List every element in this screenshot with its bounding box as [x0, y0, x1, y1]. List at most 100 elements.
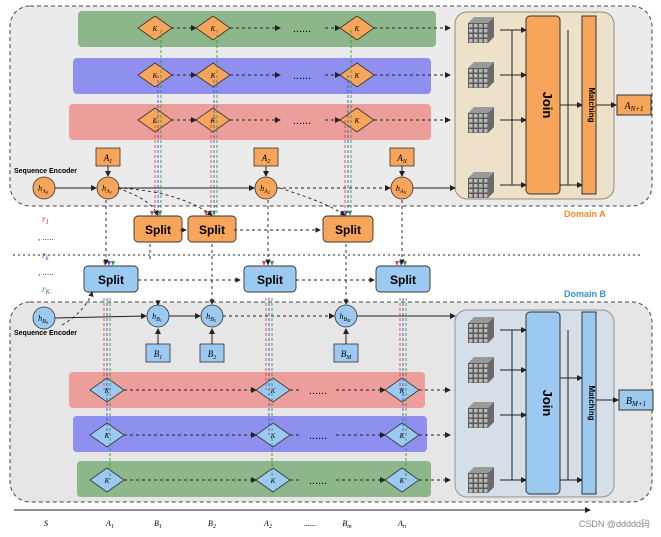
domain-b-green-diamond-1: K [89, 467, 125, 493]
domain-b-row-connectors [124, 387, 451, 483]
domain-b-feature-cube-2 [468, 357, 494, 383]
domain-a-blue-diamond-1-label: K [152, 72, 158, 80]
domain-a-feature-cube-2 [468, 62, 494, 88]
encoder-split-connectors [61, 187, 405, 326]
domain-a-red-diamond-2: K [195, 107, 231, 133]
svg-text:AN: AN [396, 153, 408, 165]
svg-text:hAN: hAN [396, 184, 407, 195]
domain-a-matching-label: Matching [587, 87, 596, 122]
svg-text:B2: B2 [208, 349, 217, 361]
domain-b-hidden-3: hBM [334, 304, 358, 328]
domain-a-green-diamond-2-label: K [210, 25, 216, 33]
domain-a-h0: hA0 [32, 176, 56, 200]
domain-b-hidden-2: hB2 [200, 304, 224, 328]
domain-b-green-diamond-3-label: K [399, 477, 405, 485]
svg-text:hB1: hB1 [152, 312, 162, 323]
domain-b-matching-label: Matching [587, 385, 596, 420]
svg-text:Split: Split [335, 223, 361, 237]
domain-a-feature-cube-4 [468, 172, 494, 198]
domain-b-blue-diamond-3-label: K [399, 432, 405, 440]
svg-text:Split: Split [390, 273, 416, 287]
domain-a-green-diamond-3-label: K [354, 25, 360, 33]
domain-a-green-diamond-3: K [339, 15, 375, 41]
domain-b-join-label: Join [540, 390, 555, 417]
svg-text:A2: A2 [261, 153, 271, 165]
domain-b-feature-cube-1 [468, 317, 494, 343]
domain-b-green-diamond-1-label: K [104, 477, 110, 485]
domain-a-green-diamond-1: K [137, 15, 173, 41]
domain-b-blue-band [73, 416, 427, 452]
domain-a-hidden-1: hA1 [96, 176, 120, 200]
domain-b-split-2: Split [243, 261, 297, 293]
svg-text:Split: Split [145, 223, 171, 237]
svg-text:hBM: hBM [339, 312, 351, 323]
domain-a-blue-dots: ...... [293, 70, 311, 82]
domain-a-output-box [616, 94, 652, 116]
domain-a-split-3: Split [322, 211, 374, 243]
domain-a-blue-diamond-3: K [339, 62, 375, 88]
domain-b-input-1: B1 [145, 343, 171, 363]
domain-b-join-connectors [500, 327, 619, 483]
domain-b-h0: hB0 [32, 306, 56, 330]
svg-text:hA2: hA2 [260, 184, 270, 195]
domain-a-blue-band [73, 58, 431, 94]
domain-a-blue-diamond-3-label: K [354, 72, 360, 80]
domain-b-blue-diamond-2-label: K [270, 432, 276, 440]
domain-a-blue-diamond-2-label: K [210, 72, 216, 80]
timeline-label-1: S [44, 519, 48, 528]
domain-b-output-box [618, 389, 654, 411]
domain-b-encoder-label: Sequence Encoder [14, 330, 77, 337]
domain-a-green-dots: ...... [293, 23, 311, 35]
svg-text:B1: B1 [154, 349, 163, 361]
domain-b-feature-cube-3 [468, 402, 494, 428]
domain-b-blue-dots: ...... [309, 430, 327, 442]
domain-b-green-diamond-2: K [255, 467, 291, 493]
relation-rk: rk [42, 250, 50, 262]
domain-a-green-diamond-1-label: K [152, 25, 158, 33]
domain-a-red-diamond-2-label: K [210, 117, 216, 125]
svg-text:hA0: hA0 [38, 184, 48, 195]
domain-b-split-1: Split [83, 261, 139, 293]
domain-a-input-2: A2 [253, 147, 279, 167]
domain-b-join-block [525, 311, 561, 495]
cross-domain-connectors [103, 28, 407, 480]
domain-a-red-diamond-3-label: K [354, 117, 360, 125]
domain-b-input-3: BM [333, 343, 359, 363]
relation-rK: rK [42, 284, 51, 296]
domain-b-red-dots: ...... [309, 385, 327, 397]
timeline-label-8: An [397, 519, 406, 530]
domain-a-input-1: A1 [95, 147, 121, 167]
domain-b-green-diamond-2-label: K [270, 477, 276, 485]
svg-text:BM: BM [341, 349, 353, 361]
domain-b-label: Domain B [564, 289, 607, 299]
domain-b-red-diamond-2: K [255, 377, 291, 403]
domain-b-blue-diamond-3: K [384, 422, 420, 448]
domain-b-red-diamond-3: K [384, 377, 420, 403]
timeline-label-3: B1 [154, 519, 162, 530]
relation-dots-2: , ..... [38, 268, 54, 277]
svg-text:hB0: hB0 [38, 314, 48, 325]
domain-b-input-2: B2 [199, 343, 225, 363]
domain-b-red-diamond-2-label: K [270, 387, 276, 395]
domain-a-blue-diamond-1: K [137, 62, 173, 88]
domain-a-label: Domain A [564, 209, 606, 219]
svg-text:hB2: hB2 [206, 312, 216, 323]
domain-a-encoder-label: Sequence Encoder [14, 168, 77, 175]
domain-a-hidden-3: hAN [390, 176, 414, 200]
domain-b-green-dots: ...... [309, 475, 327, 487]
domain-a-feature-cube-1 [468, 17, 494, 43]
domain-b-blue-diamond-2: K [255, 422, 291, 448]
domain-a-green-band [78, 11, 436, 47]
domain-a-join-label: Join [540, 92, 555, 119]
domain-a-row-connectors [171, 25, 451, 123]
domain-a-split-1: Split [133, 211, 183, 243]
domain-a-input-3: AN [389, 147, 415, 167]
relation-r1: r1 [42, 214, 49, 226]
svg-text:Split: Split [199, 223, 225, 237]
relation-dots-1: , ..... [38, 233, 54, 242]
domain-b-output-label: BM+1 [626, 396, 646, 408]
domain-a-red-dots: ...... [293, 115, 311, 127]
domain-a-red-band [69, 104, 431, 140]
domain-a-hidden-2: hA2 [254, 176, 278, 200]
domain-a-split-2: Split [187, 211, 237, 243]
